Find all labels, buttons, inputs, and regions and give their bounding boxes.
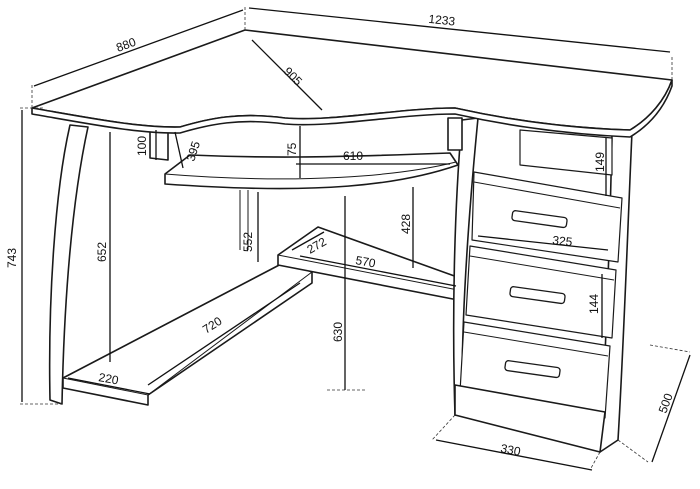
pedestal-top-shelf <box>519 129 613 176</box>
footrest-front-edge <box>277 254 459 291</box>
back-support <box>239 190 249 250</box>
tray-bracket-right <box>447 117 463 151</box>
label-428: 428 <box>399 214 413 234</box>
label-325: 325 <box>552 233 574 249</box>
label-630: 630 <box>331 322 345 342</box>
label-570: 570 <box>354 253 376 270</box>
dim-line-570 <box>299 255 457 287</box>
dim-line-220 <box>67 377 151 395</box>
dim-line-720 <box>147 282 301 386</box>
drawer-3-handle <box>504 360 561 379</box>
drawer-2-handle <box>509 286 566 305</box>
drawer-2-lip <box>469 255 615 281</box>
label-743: 743 <box>5 248 19 268</box>
drawer-1-lip <box>473 181 621 209</box>
label-880: 880 <box>114 35 138 55</box>
left-side-panel <box>48 124 89 405</box>
label-652: 652 <box>95 242 109 262</box>
dim-line-272 <box>291 231 325 251</box>
drawer-3-lip <box>463 331 609 357</box>
label-610: 610 <box>343 149 363 163</box>
label-330: 330 <box>499 441 522 459</box>
dim-line-500 <box>651 354 691 463</box>
label-500: 500 <box>656 391 676 415</box>
desktop-front-edge <box>31 79 673 138</box>
base-panel-edge <box>62 271 313 396</box>
dim-line-880 <box>33 9 244 87</box>
label-1233: 1233 <box>428 12 456 29</box>
dim-line-330 <box>435 439 593 471</box>
label-75: 75 <box>285 142 299 156</box>
label-220: 220 <box>97 370 119 387</box>
label-144: 144 <box>587 294 601 314</box>
keyboard-tray <box>164 152 459 190</box>
keyboard-tray-edge <box>164 161 457 180</box>
label-100: 100 <box>135 136 149 156</box>
dim-line-325 <box>477 235 609 251</box>
dim-line-1233 <box>248 7 671 53</box>
label-552: 552 <box>241 232 255 252</box>
label-149: 149 <box>593 152 607 172</box>
dim-line-395 <box>174 131 184 169</box>
drawer-1-handle <box>511 210 568 229</box>
label-395: 395 <box>184 139 204 163</box>
dim-line-905 <box>251 39 323 111</box>
